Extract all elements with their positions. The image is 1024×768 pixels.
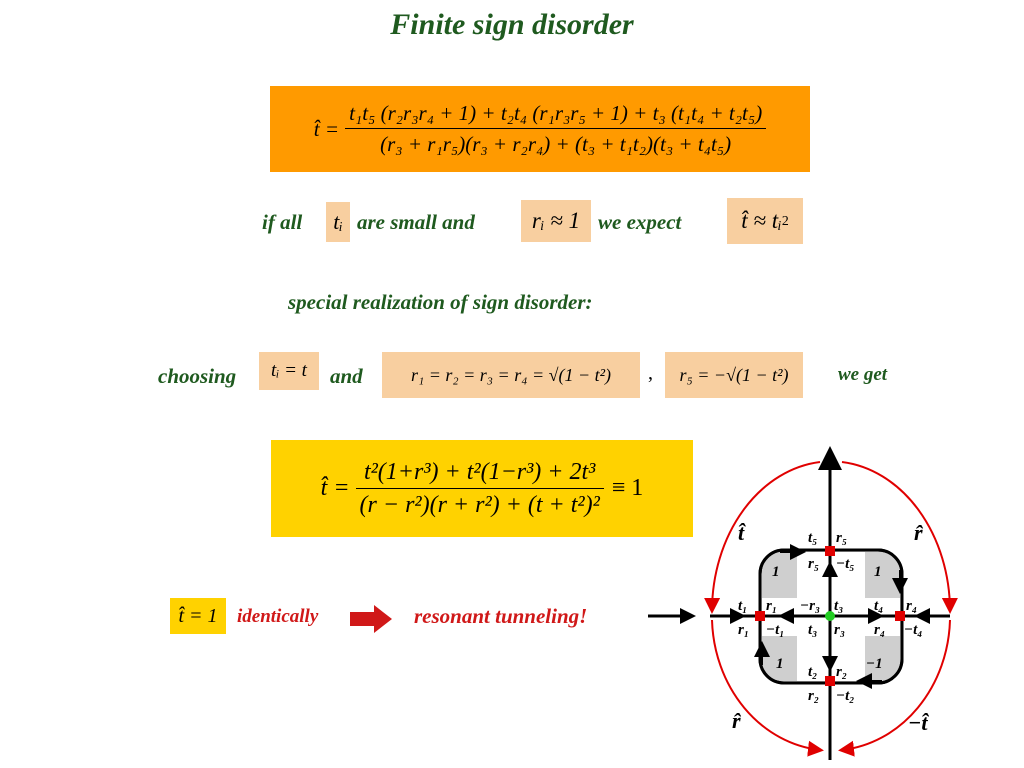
- arc-bottom-left: [711, 619, 824, 757]
- arc-top-left: [704, 461, 821, 614]
- label-t4: t₄: [874, 598, 883, 614]
- label-one-ur: 1: [874, 564, 882, 580]
- label-one-ll: 1: [776, 656, 784, 672]
- label-neg-t4: −t₄: [904, 622, 923, 638]
- text-we-get: we get: [838, 364, 888, 385]
- label-neg-t1: −t₁: [766, 622, 785, 638]
- label-t2: t₂: [808, 664, 817, 680]
- pointer-arrow-icon: [648, 608, 696, 624]
- box-result-sup: 2: [781, 213, 789, 228]
- text-resonant-tunneling: resonant tunneling!: [414, 604, 588, 628]
- label-neg-t5: −t₅: [836, 556, 855, 572]
- text-small: are small and: [357, 210, 475, 234]
- label-t3-bot: t₃: [808, 622, 817, 638]
- label-neg-r3: −r₃: [800, 598, 820, 614]
- text-if-all: if all: [262, 210, 303, 234]
- node-left: [755, 611, 765, 621]
- text-identically: identically: [237, 606, 319, 627]
- formula-2-box: t̂ = t²(1+r³) + t²(1−r³) + 2t³ (r − r²)(…: [271, 440, 693, 537]
- label-r4-top: r₄: [906, 598, 917, 614]
- formula-1-denominator: (r₃ + r₁r₅)(r₃ + r₂r₄) + (t₃ + t₁t₂)(t₃ …: [380, 132, 732, 156]
- node-top: [825, 546, 835, 556]
- label-r4-bot: r₄: [874, 622, 885, 638]
- tunneling-network-diagram: t̂ r̂ r̂ −t̂ 1 1 1 −1 t₅ r₅ r₅ −t₅ t₁ r₁…: [704, 446, 958, 760]
- text-and: and: [330, 364, 363, 388]
- label-t1: t₁: [738, 598, 747, 614]
- box-result-base: t̂ ≈ tᵢ: [741, 208, 782, 233]
- label-r1-bot: r₁: [738, 622, 749, 638]
- text-choosing: choosing: [158, 364, 237, 388]
- label-minus-one-lr: −1: [866, 656, 883, 672]
- box-ti: tᵢ: [326, 202, 350, 242]
- label-r5-mid: r₅: [808, 556, 819, 572]
- text-expect: we expect: [598, 210, 682, 234]
- formula-1-lhs: t̂ =: [313, 116, 340, 141]
- formula-1: t̂ = t₁t₅ (r₂r₃r₄ + 1) + t₂t₄ (r₁r₃r₅ + …: [313, 101, 767, 157]
- label-r1-top: r₁: [766, 598, 777, 614]
- formula-2-lhs: t̂ =: [320, 475, 350, 501]
- arc-top-right: [841, 461, 958, 614]
- label-t3-top: t₃: [834, 598, 843, 614]
- formula-2-fraction: t²(1+r³) + t²(1−r³) + 2t³ (r − r²)(r + r…: [355, 458, 604, 519]
- formula-1-box: t̂ = t₁t₅ (r₂r₃r₄ + 1) + t₂t₄ (r₁r₃r₅ + …: [270, 86, 810, 172]
- slide-title: Finite sign disorder: [390, 8, 634, 41]
- right-arrow-icon: [350, 605, 392, 633]
- label-t5: t₅: [808, 530, 817, 546]
- label-r5-top: r₅: [836, 530, 847, 546]
- label-one-ul: 1: [772, 564, 780, 580]
- label-top-right: r̂: [914, 520, 924, 545]
- formula-2-rhs: ≡ 1: [611, 475, 644, 501]
- special-heading: special realization of sign disorder:: [288, 290, 593, 314]
- comma: ,: [648, 362, 653, 384]
- formula-1-fraction: t₁t₅ (r₂r₃r₄ + 1) + t₂t₄ (r₁r₃r₅ + 1) + …: [345, 101, 767, 157]
- label-top-left: t̂: [738, 520, 747, 545]
- node-bottom: [825, 676, 835, 686]
- box-ti-t: tᵢ = t: [259, 352, 319, 390]
- formula-2-denominator: (r − r²)(r + r²) + (t + t²)²: [359, 491, 600, 518]
- formula-2: t̂ = t²(1+r³) + t²(1−r³) + 2t³ (r − r²)(…: [321, 459, 644, 519]
- box-r5: r₅ = −√(1 − t²): [665, 352, 803, 398]
- box-r1234: r₁ = r₂ = r₃ = r₄ = √(1 − t²): [382, 352, 640, 398]
- formula-1-numerator: t₁t₅ (r₂r₃r₄ + 1) + t₂t₄ (r₁r₃r₅ + 1) + …: [349, 101, 763, 125]
- node-right: [895, 611, 905, 621]
- label-r2-mid: r₂: [836, 664, 847, 680]
- label-bottom-left: r̂: [732, 708, 742, 733]
- formula-2-numerator: t²(1+r³) + t²(1−r³) + 2t³: [363, 458, 596, 485]
- label-bottom-right: −t̂: [908, 710, 930, 735]
- arc-bottom-right: [838, 619, 951, 757]
- node-center: [825, 611, 835, 621]
- label-r2-bot: r₂: [808, 688, 819, 704]
- box-ri: rᵢ ≈ 1: [521, 200, 591, 242]
- label-r3-bot: r₃: [834, 622, 845, 638]
- box-t-hat-1: t̂ = 1: [170, 598, 226, 634]
- label-neg-t2: −t₂: [836, 688, 855, 704]
